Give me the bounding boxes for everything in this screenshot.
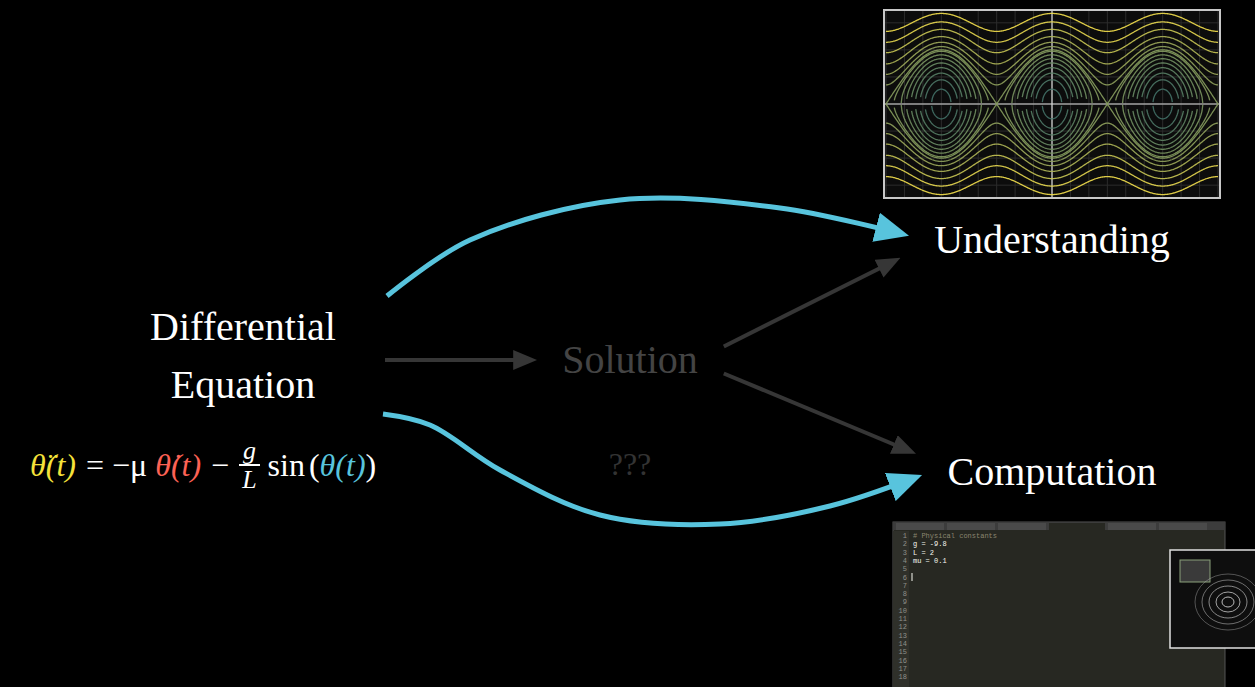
direct-arrow — [383, 414, 916, 525]
node-label: Solution — [562, 337, 698, 383]
streamline — [886, 37, 1218, 64]
node-label: Differential Equation — [127, 298, 359, 414]
code-line: # Physical constants — [913, 532, 997, 540]
streamline — [886, 22, 1218, 42]
editor-gutter — [893, 531, 909, 687]
equation-term: θ̇(t) — [155, 447, 201, 484]
phase-plot-streamlines — [886, 13, 1218, 194]
line-number: 11 — [899, 615, 907, 623]
faded-arrow — [385, 358, 530, 362]
line-number: 16 — [899, 657, 907, 665]
editor-cursor — [912, 573, 913, 581]
equation-term: g — [240, 437, 259, 464]
streamline — [912, 63, 1193, 97]
streamline — [925, 109, 1178, 128]
streamline — [886, 29, 1218, 52]
streamline — [901, 55, 1203, 103]
concept-node: Solution — [558, 333, 702, 387]
streamline — [916, 109, 1189, 140]
editor-tab — [896, 523, 944, 530]
phase-plot-grid — [885, 11, 1219, 197]
streamline — [886, 47, 1218, 85]
editor-tab — [998, 523, 1046, 530]
streamline — [886, 177, 1218, 195]
line-number: 15 — [899, 648, 907, 656]
line-number: 6 — [903, 574, 907, 582]
line-number: 18 — [899, 673, 907, 681]
streamline — [921, 111, 1184, 135]
editor-tab-active — [1049, 523, 1105, 530]
line-number: 17 — [899, 665, 907, 673]
line-number: 7 — [903, 582, 907, 590]
concept-node: Computation — [944, 445, 1161, 499]
concept-node: Understanding — [930, 213, 1174, 267]
streamline — [886, 104, 1218, 158]
streamline — [886, 166, 1218, 186]
equation-term: ( — [309, 447, 320, 484]
streamline — [907, 59, 1198, 99]
direct-arrow — [387, 198, 902, 296]
video-thumbnail — [1170, 550, 1255, 648]
equation-term: θ̈(t) — [30, 447, 76, 484]
equation: θ̈(t) = −μθ̇(t)−gLsin(θ(t)) — [30, 437, 376, 494]
node-label: Understanding — [934, 217, 1170, 263]
streamline — [886, 134, 1218, 166]
streamline — [886, 50, 1218, 104]
streamline — [932, 89, 1173, 102]
line-number: 2 — [903, 540, 907, 548]
editor-tab — [947, 523, 995, 530]
line-number: 1 — [903, 532, 907, 540]
equation-term: L — [239, 464, 259, 493]
thumbnail-spiral — [1195, 574, 1255, 630]
line-number: 12 — [899, 623, 907, 631]
axis-line — [1051, 11, 1052, 197]
streamline — [925, 80, 1178, 99]
line-number: 13 — [899, 632, 907, 640]
streamline — [894, 51, 1209, 100]
concept-node: Differential Equation — [123, 294, 363, 418]
streamline — [886, 155, 1218, 178]
unknown-marker: ??? — [609, 447, 652, 482]
line-number: 10 — [899, 607, 907, 615]
streamline — [921, 73, 1184, 97]
streamline — [901, 105, 1203, 153]
streamline — [932, 106, 1173, 119]
streamline — [886, 144, 1218, 171]
code-line: mu = 0.1 — [913, 557, 947, 565]
faded-arrow — [724, 261, 894, 347]
line-number: 8 — [903, 590, 907, 598]
code-line: L = 2 — [913, 549, 934, 557]
line-number: 4 — [903, 557, 907, 565]
streamline — [886, 123, 1218, 161]
editor-tab — [1159, 523, 1207, 530]
thumbnail-panel — [1180, 560, 1210, 582]
code-line: g = -9.8 — [913, 540, 947, 548]
node-label: Computation — [948, 449, 1157, 495]
line-number: 9 — [903, 598, 907, 606]
line-number: 5 — [903, 565, 907, 573]
equation-term: = −μ — [86, 447, 147, 484]
equation-term: ) — [366, 447, 377, 484]
streamline — [912, 111, 1193, 145]
streamline — [886, 42, 1218, 74]
line-number: 3 — [903, 549, 907, 557]
grid-line — [1052, 11, 1053, 197]
streamline — [894, 108, 1209, 157]
streamline — [916, 68, 1189, 99]
fraction: gL — [239, 437, 259, 494]
editor-tab-bar — [893, 522, 1225, 530]
line-number: 14 — [899, 640, 907, 648]
equation-term: sin — [268, 447, 305, 484]
phase-plot-frame — [884, 10, 1220, 198]
editor-tab — [1108, 523, 1156, 530]
faded-arrow — [724, 374, 910, 452]
equation-term: − — [211, 447, 229, 484]
equation-term: θ(t) — [320, 447, 366, 484]
streamline — [886, 13, 1218, 31]
streamline — [907, 109, 1198, 149]
